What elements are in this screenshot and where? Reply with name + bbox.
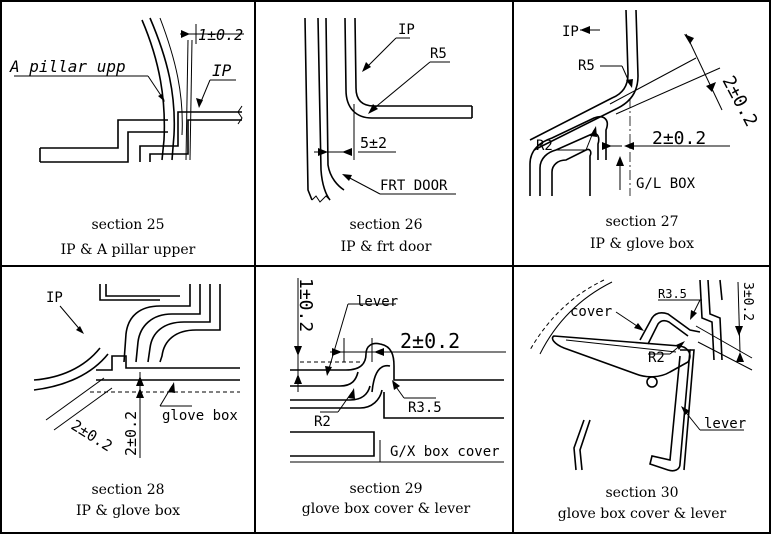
section-30-drawing <box>529 279 753 472</box>
section-25-caption: section 25 <box>91 217 164 233</box>
section-29-tolerance-v: 1±0.2 <box>295 278 316 332</box>
section-27-tolerance-a: 2±0.2 <box>718 72 762 130</box>
section-27-radius-top: R5 <box>578 58 595 74</box>
panel-section-30: cover R3.5 3±0.2 R2 lever section 30 glo… <box>529 279 755 522</box>
section-27-caption: section 27 <box>605 214 678 230</box>
section-28-tolerance-a: 2±0.2 <box>68 416 116 455</box>
section-29-drawing <box>290 278 506 463</box>
section-28-ip-label: IP <box>46 290 63 306</box>
section-30-radius-small: R2 <box>648 350 665 366</box>
section-28-drawing <box>33 284 240 458</box>
section-25-subtitle: IP & A pillar upper <box>61 242 196 258</box>
section-30-subtitle: glove box cover & lever <box>558 506 727 522</box>
panel-section-25: A pillar upp IP 1±0.2 section 25 IP & A … <box>9 17 244 258</box>
section-26-subtitle: IP & frt door <box>341 239 432 255</box>
section-28-caption: section 28 <box>91 482 164 498</box>
section-26-gap-label: 5±2 <box>360 134 387 152</box>
section-26-door-label: FRT DOOR <box>380 178 448 194</box>
section-25-ip-label: IP <box>212 61 232 80</box>
section-27-radius-bottom: R2 <box>536 138 553 154</box>
section-29-tolerance-h: 2±0.2 <box>400 329 460 353</box>
section-29-radius-large: R3.5 <box>408 400 442 416</box>
section-26-ip-label: IP <box>398 22 415 38</box>
section-30-lever-label: lever <box>704 416 746 432</box>
section-25-pillar-label: A pillar upp <box>9 57 126 76</box>
section-28-subtitle: IP & glove box <box>76 503 180 519</box>
section-29-lever-label: lever <box>356 294 398 310</box>
section-25-drawing <box>14 17 244 163</box>
section-26-caption: section 26 <box>349 217 422 233</box>
section-29-caption: section 29 <box>349 481 422 497</box>
panel-section-27: IP R5 R2 2±0.2 2±0.2 G/L BOX section 27 … <box>529 9 762 252</box>
section-30-cover-label: cover <box>570 304 612 320</box>
section-29-cover-label: G/X box cover <box>390 444 500 460</box>
section-30-radius-large: R3.5 <box>658 287 687 301</box>
section-27-tolerance-b: 2±0.2 <box>652 128 706 149</box>
section-30-caption: section 30 <box>605 485 678 501</box>
panel-section-29: lever 1±0.2 2±0.2 R2 R3.5 G/X box cover … <box>290 278 506 517</box>
section-27-drawing <box>529 9 730 196</box>
section-28-tolerance-b: 2±0.2 <box>122 411 140 456</box>
section-29-subtitle: glove box cover & lever <box>302 501 471 517</box>
section-26-drawing <box>304 17 473 203</box>
section-28-glove-box-label: glove box <box>162 408 238 424</box>
section-30-tolerance: 3±0.2 <box>740 282 755 321</box>
section-25-tolerance: 1±0.2 <box>198 26 243 44</box>
panel-section-28: IP glove box 2±0.2 2±0.2 section 28 IP &… <box>33 284 240 519</box>
section-27-box-label: G/L BOX <box>636 176 696 192</box>
section-27-subtitle: IP & glove box <box>590 236 694 252</box>
section-26-radius-label: R5 <box>430 46 447 62</box>
section-27-ip-label: IP <box>562 24 579 40</box>
section-29-radius-small: R2 <box>314 414 331 430</box>
panel-section-26: IP R5 5±2 FRT DOOR section 26 IP & frt d… <box>304 17 473 255</box>
